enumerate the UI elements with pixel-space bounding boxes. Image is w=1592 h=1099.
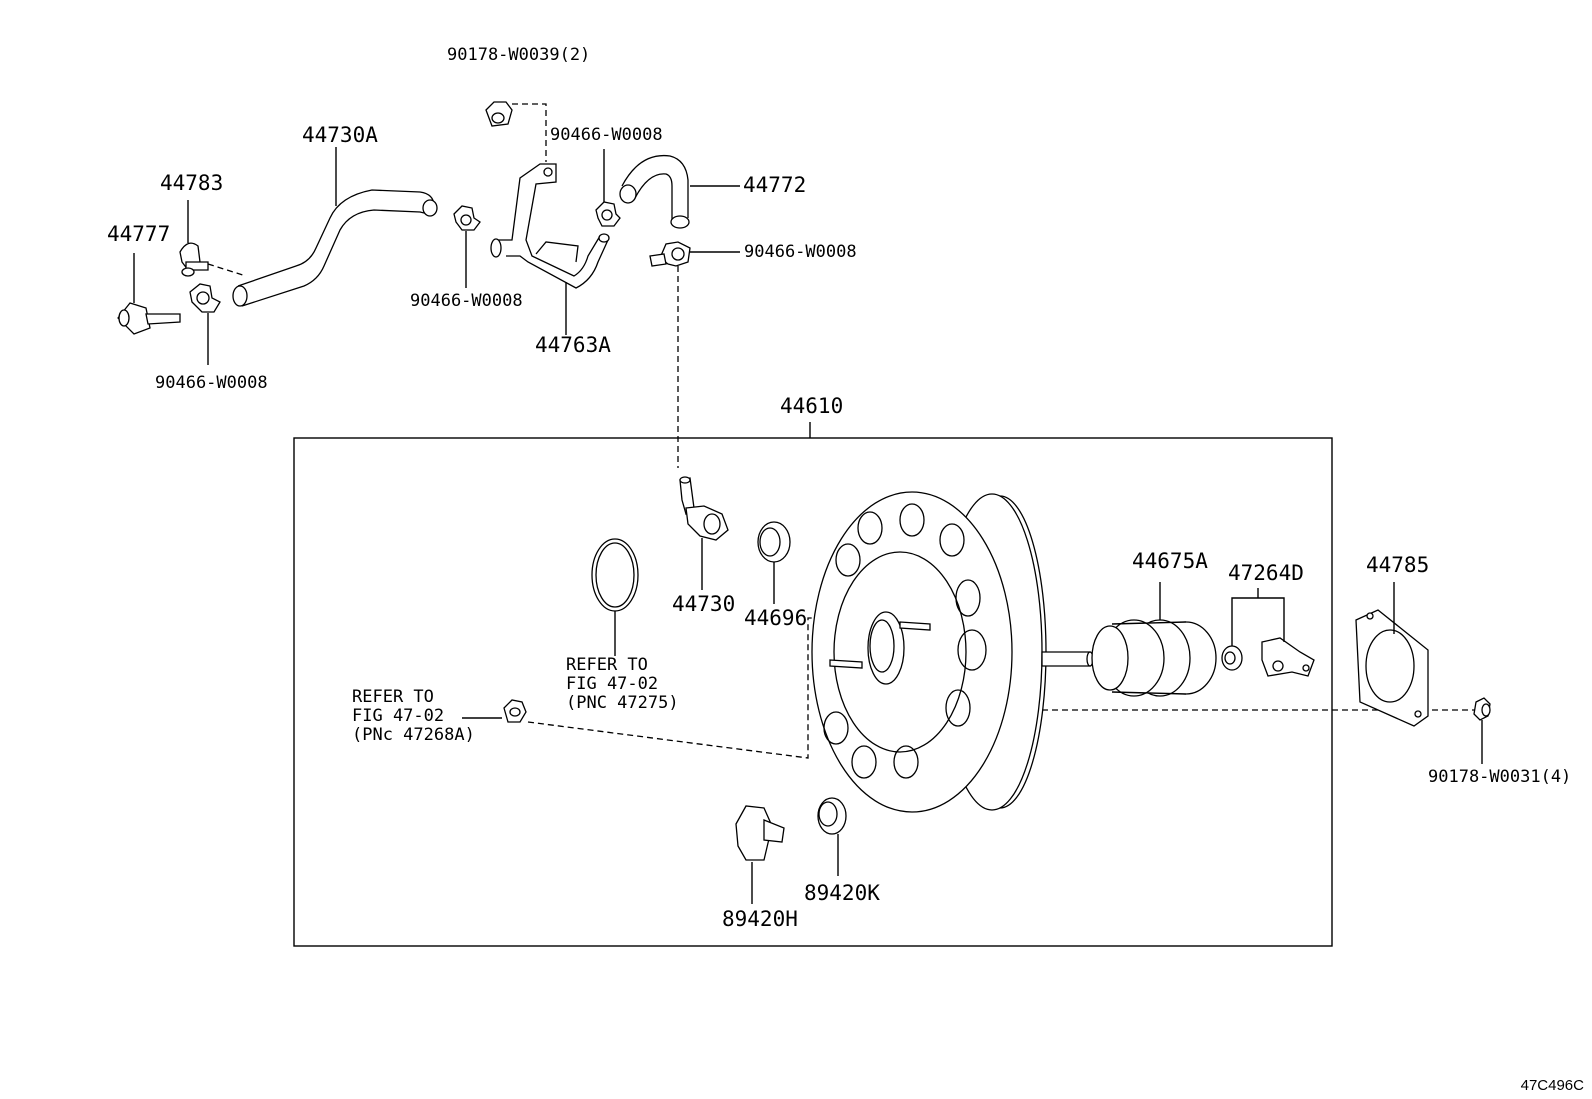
label-clamp-left: 90466-W0008 xyxy=(155,373,268,393)
elbow-hose-44772[interactable] xyxy=(619,154,690,229)
label-89420h: 89420H xyxy=(722,907,798,931)
nut-47264d[interactable] xyxy=(1221,645,1243,671)
refer-b-line3: (PNc 47268A) xyxy=(352,725,475,745)
hose-clamp-90466-w0008-upper[interactable] xyxy=(595,201,621,227)
nut-90178-w0031[interactable] xyxy=(1473,697,1491,721)
label-44772: 44772 xyxy=(743,173,806,197)
hose-clamp-90466-w0008-left[interactable] xyxy=(189,283,221,313)
hose-clamp-90466-w0008-mid[interactable] xyxy=(453,205,481,231)
refer-b-line2: FIG 47-02 xyxy=(352,706,444,726)
check-valve-44730[interactable] xyxy=(679,476,729,541)
label-44696: 44696 xyxy=(744,606,807,630)
diagram-code: 47C496C xyxy=(1521,1077,1585,1094)
pressure-sensor-89420h[interactable] xyxy=(735,805,785,861)
clevis-47264d[interactable] xyxy=(1261,637,1315,677)
dash-nut-bracket xyxy=(512,103,547,162)
label-90178-w0031: 90178-W0031(4) xyxy=(1428,767,1571,787)
label-clamp-mid: 90466-W0008 xyxy=(410,291,523,311)
vacuum-pipe-44763a[interactable] xyxy=(490,163,610,289)
label-90178-w0039: 90178-W0039(2) xyxy=(447,45,590,65)
label-clamp-right: 90466-W0008 xyxy=(744,242,857,262)
label-44763a: 44763A xyxy=(535,333,611,357)
nut-47268a[interactable] xyxy=(503,699,527,723)
o-ring-47275[interactable] xyxy=(591,538,639,612)
label-89420k: 89420K xyxy=(804,881,880,905)
boot-44675a[interactable] xyxy=(1091,619,1217,697)
refer-a-line2: FIG 47-02 xyxy=(566,674,658,694)
vacuum-hose-44730a[interactable] xyxy=(232,189,438,307)
dash-nut-booster xyxy=(527,617,900,759)
label-clamp-upper: 90466-W0008 xyxy=(550,125,663,145)
label-44730: 44730 xyxy=(672,592,735,616)
label-44610: 44610 xyxy=(780,394,843,418)
brake-booster-body[interactable] xyxy=(811,491,1094,813)
gasket-44785[interactable] xyxy=(1355,609,1429,727)
label-44675a: 44675A xyxy=(1132,549,1208,573)
refer-b-line1: REFER TO xyxy=(352,687,434,707)
label-47264d: 47264D xyxy=(1228,561,1304,585)
grommet-89420k[interactable] xyxy=(817,797,847,835)
label-44785: 44785 xyxy=(1366,553,1429,577)
clip-44783[interactable] xyxy=(179,242,209,277)
booster-assembly-frame xyxy=(293,437,1333,947)
refer-a-line3: (PNC 47275) xyxy=(566,693,679,713)
grommet-44696[interactable] xyxy=(757,521,791,563)
nut-90178-w0039[interactable] xyxy=(485,101,513,127)
refer-a-line1: REFER TO xyxy=(566,655,648,675)
label-44730a: 44730A xyxy=(302,123,378,147)
dash-44783-hose xyxy=(207,263,247,277)
check-valve-44777[interactable] xyxy=(117,302,181,335)
label-44777: 44777 xyxy=(107,222,170,246)
label-44783: 44783 xyxy=(160,171,223,195)
hose-clamp-90466-w0008-right[interactable] xyxy=(649,241,691,267)
